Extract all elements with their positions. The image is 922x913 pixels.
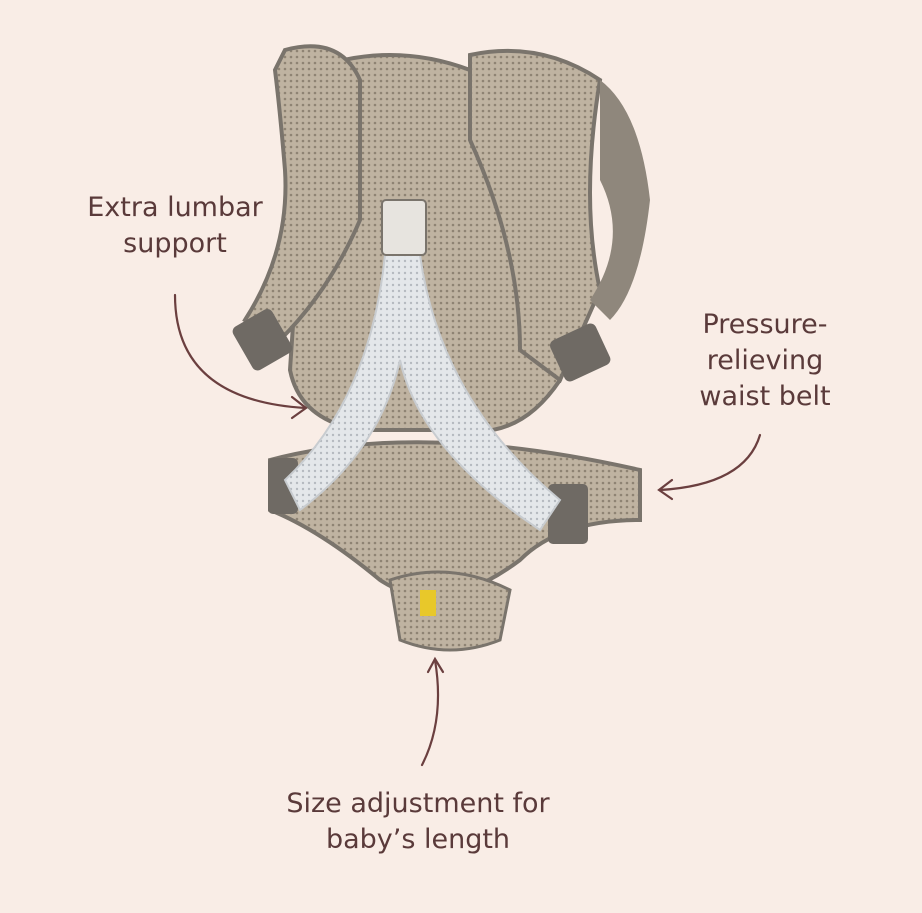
arrow-waist-head xyxy=(657,478,674,501)
lumbar-line2: support xyxy=(123,228,227,259)
waist-belt-label: Pressure- relieving waist belt xyxy=(680,307,850,415)
lumbar-line1: Extra lumbar xyxy=(87,192,263,223)
arrow-waist xyxy=(658,433,762,492)
annotation-arrows xyxy=(173,293,762,767)
arrow-lumbar-head xyxy=(290,395,308,420)
baby-carrier-image xyxy=(232,44,650,652)
size-line1: Size adjustment for xyxy=(286,788,550,819)
waist-line3: waist belt xyxy=(699,381,831,412)
lumbar-support-label: Extra lumbar support xyxy=(70,190,280,262)
waist-line1: Pressure- xyxy=(702,309,828,340)
arrow-size-head xyxy=(426,656,445,674)
waist-line2: relieving xyxy=(706,345,824,376)
arrow-lumbar xyxy=(173,293,307,410)
arrow-size xyxy=(420,658,440,767)
size-adjustment-label: Size adjustment for baby’s length xyxy=(258,786,578,858)
size-line2: baby’s length xyxy=(325,824,511,855)
